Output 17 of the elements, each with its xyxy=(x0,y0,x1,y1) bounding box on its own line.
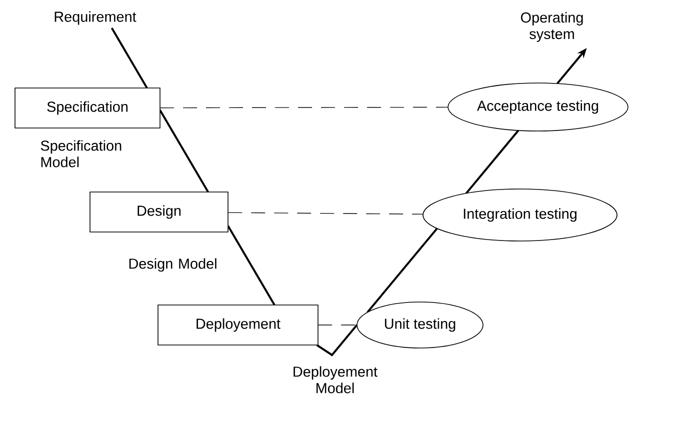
model-label: Design Model xyxy=(129,258,216,272)
connector-line xyxy=(316,324,358,356)
stage-label: Operating system xyxy=(520,12,583,42)
connector-line xyxy=(366,228,438,313)
stage-label: Requirement xyxy=(54,11,136,25)
process-box: Deployement xyxy=(158,304,318,346)
connector-line xyxy=(465,130,520,194)
connector-line xyxy=(227,225,276,306)
connector-line xyxy=(110,28,148,88)
dashed-line xyxy=(228,212,424,215)
model-label: Deployement Model xyxy=(294,366,378,394)
process-box: Specification xyxy=(14,88,160,128)
process-box: Design xyxy=(90,192,228,232)
dashed-line xyxy=(160,106,448,108)
connector-line xyxy=(159,110,209,192)
model-label: Specification Model xyxy=(40,140,122,168)
dashed-line xyxy=(318,324,358,326)
